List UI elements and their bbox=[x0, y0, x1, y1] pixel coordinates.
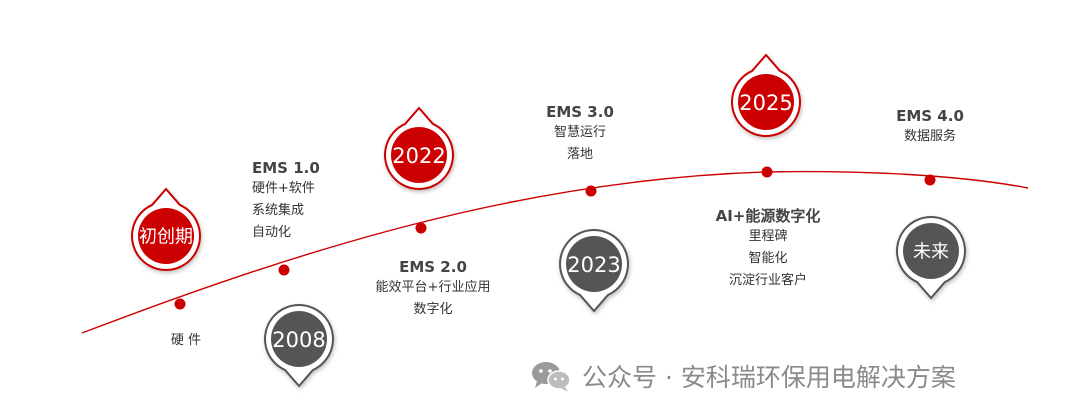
milestone-6-pin-label: 未来 bbox=[913, 242, 949, 263]
milestone-6-text: EMS 4.0 数据服务 bbox=[896, 106, 964, 148]
milestone-6-caption-line: 数据服务 bbox=[903, 129, 956, 144]
milestone-5-pin: 2025 bbox=[731, 53, 801, 178]
milestone-5-caption-line: 智能化 bbox=[748, 251, 788, 266]
milestone-5-caption-line: 沉淀行业客户 bbox=[728, 273, 808, 288]
milestone-2-dot bbox=[278, 264, 290, 276]
milestone-2-pin-label: 2008 bbox=[272, 328, 325, 352]
milestone-6-pin: 未来 bbox=[896, 174, 966, 300]
wechat-icon bbox=[530, 359, 572, 393]
milestone-5-pin-label: 2025 bbox=[739, 91, 792, 115]
milestone-1-dot bbox=[174, 298, 186, 310]
milestone-4-title: EMS 3.0 bbox=[546, 103, 614, 121]
milestone-3-pin-label: 2022 bbox=[392, 144, 445, 168]
milestone-1-caption: 硬 件 bbox=[170, 333, 202, 348]
milestone-2-caption-line: 系统集成 bbox=[252, 203, 305, 218]
milestone-3-text: EMS 2.0 能效平台+行业应用 数字化 bbox=[376, 257, 491, 321]
pin-disc bbox=[566, 236, 622, 292]
pin-disc bbox=[738, 74, 794, 130]
milestone-1-pin-label: 初创期 bbox=[139, 227, 193, 248]
milestone-4-pin-label: 2023 bbox=[567, 253, 620, 277]
milestone-5-dot bbox=[761, 166, 773, 178]
milestone-1-pin: 初创期 bbox=[131, 187, 201, 310]
timeline-curve bbox=[81, 170, 1029, 334]
milestone-4-text: EMS 3.0 智慧运行 落地 bbox=[546, 102, 614, 166]
watermark-text: 公众号 · 安科瑞环保用电解决方案 bbox=[582, 363, 956, 392]
milestone-3-title: EMS 2.0 bbox=[399, 258, 467, 276]
pin-disc bbox=[903, 223, 959, 279]
milestone-3-pin: 2022 bbox=[384, 106, 454, 234]
milestone-4-dot bbox=[585, 185, 597, 197]
milestone-2-caption-line: 自动化 bbox=[252, 225, 292, 240]
milestone-4-caption-line: 智慧运行 bbox=[553, 125, 606, 140]
milestone-5-text: AI+能源数字化 里程碑 智能化 沉淀行业客户 bbox=[716, 206, 821, 292]
watermark: 公众号 · 安科瑞环保用电解决方案 bbox=[530, 358, 956, 394]
milestone-2-caption-line: 硬件+软件 bbox=[252, 181, 315, 196]
milestone-3-dot bbox=[415, 222, 427, 234]
milestone-3-caption-line: 能效平台+行业应用 bbox=[375, 280, 491, 295]
milestone-2-text: EMS 1.0 硬件+软件 系统集成 自动化 bbox=[252, 158, 320, 244]
milestone-3-caption-line: 数字化 bbox=[413, 302, 453, 317]
milestone-5-title: AI+能源数字化 bbox=[715, 207, 821, 225]
milestone-5-caption-line: 里程碑 bbox=[748, 229, 788, 244]
milestone-4-caption-line: 落地 bbox=[566, 147, 593, 162]
milestone-2-pin: 2008 bbox=[264, 264, 334, 388]
milestone-2-title: EMS 1.0 bbox=[252, 159, 320, 177]
pin-disc bbox=[391, 127, 447, 183]
milestone-4-pin: 2023 bbox=[559, 185, 629, 313]
milestone-6-title: EMS 4.0 bbox=[896, 107, 964, 125]
milestone-6-dot bbox=[924, 174, 936, 186]
pin-disc bbox=[138, 208, 194, 264]
pin-disc bbox=[271, 311, 327, 367]
